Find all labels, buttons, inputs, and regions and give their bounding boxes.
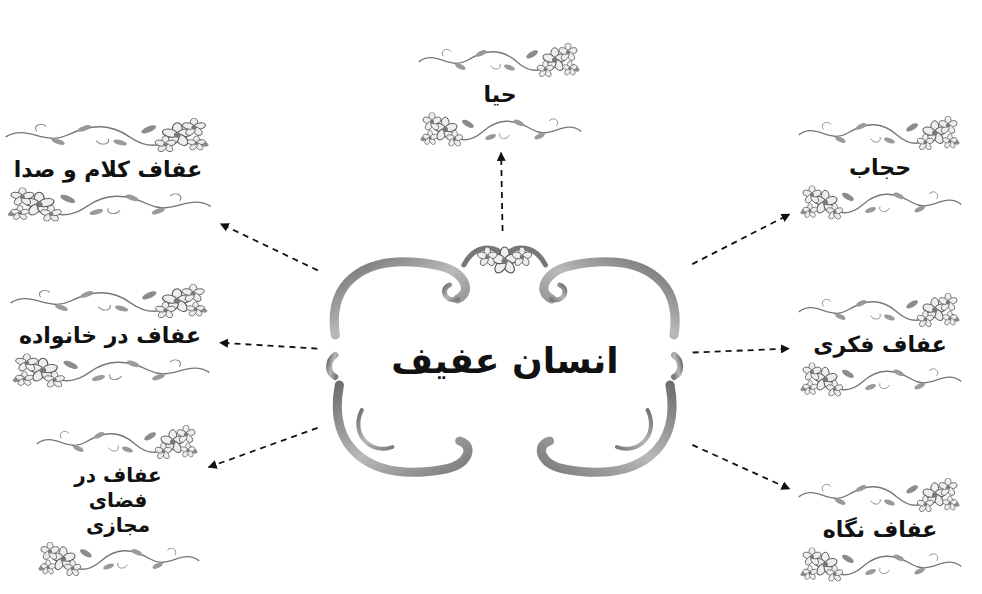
dashed-arrow bbox=[692, 214, 789, 264]
frame-ground bbox=[344, 265, 666, 457]
concept-label: حجاب bbox=[849, 154, 911, 182]
concept-box: عفاف فکری bbox=[795, 293, 965, 397]
dashed-arrow bbox=[501, 153, 502, 231]
bottom-vine bbox=[799, 548, 961, 583]
concept-label: عفاف نگاه bbox=[823, 516, 938, 544]
concept-box: حجاب bbox=[795, 116, 965, 220]
top-vine bbox=[799, 293, 961, 328]
dashed-arrow bbox=[209, 428, 318, 467]
top-vine bbox=[799, 478, 961, 513]
central-frame: انسان عفیف bbox=[321, 235, 688, 485]
top-vine bbox=[419, 43, 581, 78]
bottom-vine bbox=[6, 188, 210, 223]
dashed-arrow bbox=[692, 445, 789, 489]
top-vine bbox=[799, 116, 961, 151]
concept-box: عفاف کلام و صدا bbox=[1, 118, 215, 222]
bottom-vine bbox=[11, 354, 209, 389]
concept-label: عفاف در خانواده bbox=[19, 322, 201, 350]
dashed-arrow bbox=[693, 349, 789, 353]
bottom-vine bbox=[799, 363, 961, 398]
bottom-vine bbox=[419, 113, 581, 148]
concept-label: عفاف در فضای مجازی bbox=[54, 463, 182, 538]
concept-label: عفاف فکری bbox=[813, 331, 946, 359]
top-vine bbox=[6, 118, 210, 153]
concept-box: عفاف نگاه bbox=[795, 478, 965, 582]
bottom-vine bbox=[37, 542, 199, 577]
dashed-arrow bbox=[221, 224, 318, 270]
concept-box: عفاف در خانواده bbox=[6, 284, 214, 388]
dashed-arrow bbox=[220, 343, 317, 349]
concept-label: حیا bbox=[483, 81, 516, 109]
frame-crown bbox=[464, 247, 546, 275]
concept-box: عفاف در فضای مجازی bbox=[33, 425, 203, 576]
bottom-vine bbox=[799, 186, 961, 221]
top-vine bbox=[11, 284, 209, 319]
concept-box: حیا bbox=[415, 43, 585, 147]
top-vine bbox=[37, 425, 199, 460]
frame-scrolls bbox=[329, 262, 680, 472]
central-title: انسان عفیف bbox=[391, 338, 618, 383]
concept-label: عفاف کلام و صدا bbox=[14, 156, 202, 184]
